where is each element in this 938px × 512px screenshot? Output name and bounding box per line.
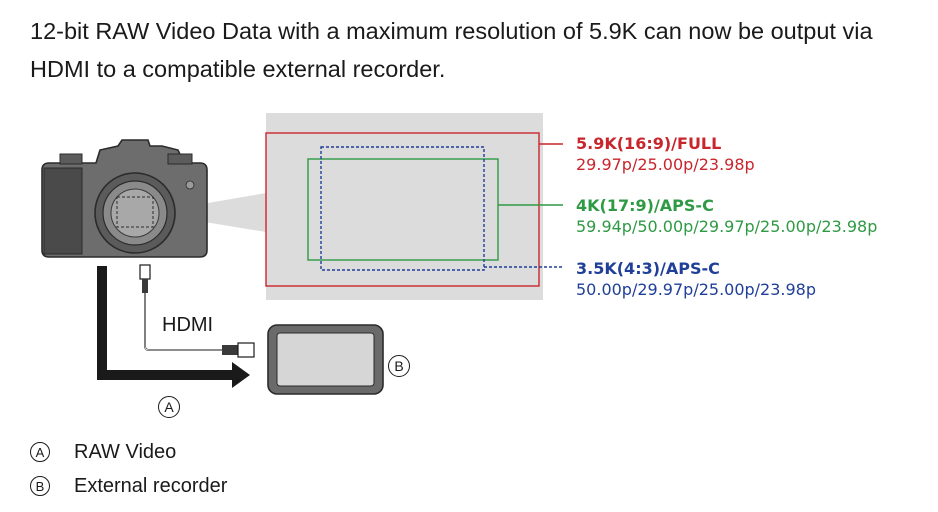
format-5-9k-rates: 29.97p/25.00p/23.98p <box>576 155 755 174</box>
format-3-5k-label: 3.5K(4:3)/APS-C 50.00p/29.97p/25.00p/23.… <box>576 258 816 300</box>
legend-label-external-recorder: External recorder <box>74 474 228 497</box>
format-4k-name: 4K(17:9)/APS-C <box>576 196 714 215</box>
frame-4k-aps-c <box>307 158 499 261</box>
legend-item: A RAW Video <box>30 435 227 469</box>
raw-video-arrow <box>97 266 250 388</box>
camera-icon <box>41 139 208 258</box>
frame-3-5k-aps-c <box>320 146 485 271</box>
projection-beam <box>150 193 266 232</box>
format-5-9k-name: 5.9K(16:9)/FULL <box>576 134 722 153</box>
legend-mark-b: B <box>30 476 50 496</box>
callout-b: B <box>388 355 410 377</box>
format-3-5k-name: 3.5K(4:3)/APS-C <box>576 259 720 278</box>
legend-mark-a: A <box>30 442 50 462</box>
legend: A RAW Video B External recorder <box>30 435 227 503</box>
legend-label-raw-video: RAW Video <box>74 440 177 463</box>
callout-a: A <box>158 396 180 418</box>
format-4k-label: 4K(17:9)/APS-C 59.94p/50.00p/29.97p/25.0… <box>576 195 877 237</box>
sensor-area <box>266 113 543 300</box>
format-3-5k-rates: 50.00p/29.97p/25.00p/23.98p <box>576 280 817 299</box>
legend-item: B External recorder <box>30 469 227 503</box>
hdmi-cable-icon <box>139 264 255 358</box>
hdmi-label: HDMI <box>162 314 214 336</box>
intro-text: 12-bit RAW Video Data with a maximum res… <box>30 18 873 82</box>
frame-5-9k-full <box>265 132 540 287</box>
format-5-9k-label: 5.9K(16:9)/FULL 29.97p/25.00p/23.98p <box>576 133 755 175</box>
external-recorder-icon <box>267 324 384 395</box>
format-4k-rates: 59.94p/50.00p/29.97p/25.00p/23.98p <box>576 217 878 236</box>
